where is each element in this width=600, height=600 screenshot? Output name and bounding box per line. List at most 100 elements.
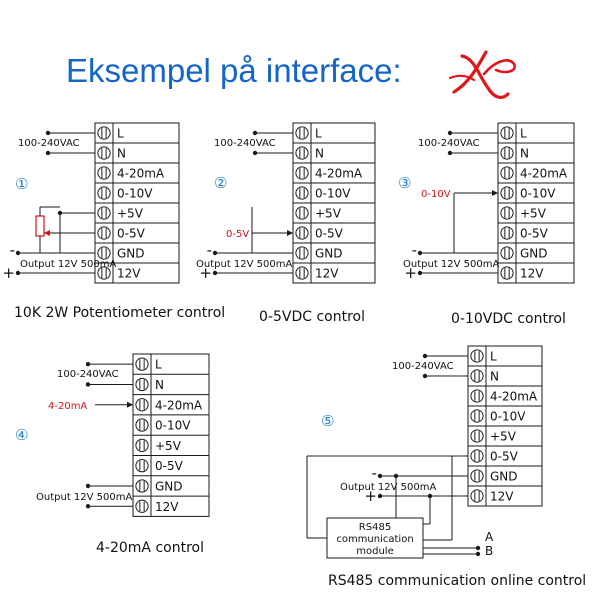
panel-3-screw-icon	[500, 246, 514, 260]
panel-5-module-line-2: communication	[336, 534, 413, 545]
panel-1-power-label: 100-240VAC	[18, 138, 80, 149]
panel-1-node-gnd	[15, 250, 21, 256]
panel-1-plus-sign: +	[2, 264, 15, 282]
panel-2-terminal-label: 0-5V	[315, 227, 344, 241]
panel-2-terminal-label: GND	[315, 247, 343, 261]
panel-4-terminal-label: GND	[155, 479, 183, 493]
panel-3-terminal-label: 4-20mA	[520, 167, 568, 181]
panel-2-terminal-label: 0-10V	[315, 187, 351, 201]
panel-2-minus-sign: -	[207, 241, 212, 259]
panel-2-index: ②	[214, 174, 227, 192]
panel-5-terminal-label: 0-5V	[490, 450, 519, 464]
panel-2-screw-icon	[295, 146, 309, 160]
panel-2-screw-icon	[295, 166, 309, 180]
panel-3-power-label: 100-240VAC	[418, 138, 480, 149]
panel-3-caption: 0-10VDC control	[451, 311, 566, 327]
panel-3-signal-arrow	[492, 190, 498, 196]
panel-2-node-n	[252, 150, 258, 156]
panel-1-terminal-label: L	[117, 127, 124, 141]
panel-3-index: ③	[398, 174, 411, 192]
panel-3-node-12v	[417, 270, 423, 276]
panel-5-node-module-12v	[427, 493, 433, 499]
panel-4-screw-icon	[135, 438, 149, 452]
panel-2-terminal-label: +5V	[315, 207, 342, 221]
panel-3-output-label: Output 12V 500mA	[403, 259, 499, 270]
panel-5-terminal-label: L	[490, 350, 497, 364]
panel-3-node-l	[447, 130, 453, 136]
panel-2-screw-icon	[295, 266, 309, 280]
panel-5-screw-icon	[470, 489, 484, 503]
panel-5-bus-b-label: B	[485, 544, 493, 558]
panel-2-power-label: 100-240VAC	[214, 138, 276, 149]
panel-5-terminal-label: 0-10V	[490, 410, 526, 424]
panel-5-screw-icon	[470, 389, 484, 403]
panel-1-screw-icon	[97, 266, 111, 280]
panel-1-terminal-label: N	[117, 147, 126, 161]
panel-4-signal-arrow	[127, 401, 133, 408]
panel-3-terminal-label: N	[520, 147, 529, 161]
panel-1-terminal-label: 0-5V	[117, 227, 146, 241]
panel-4-screw-icon	[135, 499, 149, 513]
panel-3-plus-sign: +	[404, 264, 417, 282]
panel-5-node-12v	[377, 493, 383, 499]
panel-4-terminal-label: 0-5V	[155, 459, 184, 473]
panel-5-terminal-label: +5V	[490, 430, 517, 444]
panel-4-power-label: 100-240VAC	[57, 369, 119, 380]
panel-5-minus-sign: -	[372, 464, 377, 482]
panel-4-screw-icon	[135, 479, 149, 493]
panel-1-screw-icon	[97, 146, 111, 160]
panel-4-terminal-label: N	[155, 378, 164, 392]
panel-4-screw-icon	[135, 418, 149, 432]
panel-2-terminal-label: N	[315, 147, 324, 161]
panel-2-screw-icon	[295, 186, 309, 200]
panel-3-screw-icon	[500, 126, 514, 140]
panel-1-terminal-label: GND	[117, 247, 145, 261]
panel-4-screw-icon	[135, 459, 149, 473]
panel-4-screw-icon	[135, 377, 149, 392]
panel-3-signal-label: 0-10V	[421, 189, 451, 200]
panel-5-screw-icon	[470, 369, 484, 383]
panel-1-terminal-label: +5V	[117, 207, 144, 221]
panel-5-node-n	[422, 373, 428, 379]
panel-2-screw-icon	[295, 206, 309, 220]
panel-1-node-n	[45, 150, 51, 156]
panel-3-screw-icon	[500, 206, 514, 220]
panel-5-node-l	[422, 353, 428, 359]
panel-3-screw-icon	[500, 226, 514, 240]
panel-5-plus-sign: +	[364, 487, 377, 505]
panel-5-terminal-label: GND	[490, 470, 518, 484]
panel-4-node-gnd	[85, 483, 91, 489]
panel-1-output-label: Output 12V 500mA	[20, 259, 116, 270]
panel-3-minus-sign: -	[412, 241, 417, 259]
panel-4-node-l	[85, 361, 91, 367]
panel-5-terminal-label: N	[490, 370, 499, 384]
panel-2-terminal-label: L	[315, 127, 322, 141]
panel-5-power-label: 100-240VAC	[392, 361, 454, 372]
panel-2-node-12v	[212, 270, 218, 276]
panel-1-screw-icon	[97, 166, 111, 180]
panel-2-output-label: Output 12V 500mA	[196, 259, 292, 270]
panel-4-terminal-label: 4-20mA	[155, 398, 203, 412]
panel-2-signal-label: 0-5V	[226, 229, 249, 240]
panel-5-node-b	[475, 551, 481, 557]
panel-4-terminal-label: 0-10V	[155, 419, 191, 433]
panel-5-module-line-3: module	[356, 546, 393, 557]
panel-5-node-module-gnd	[393, 473, 399, 479]
panel-1-terminal-label: 0-10V	[117, 187, 153, 201]
panel-2-screw-icon	[295, 126, 309, 140]
panel-1-node-12v	[15, 270, 21, 276]
panel-1-minus-sign: -	[10, 241, 15, 259]
panel-3-terminal-label: 0-10V	[520, 187, 556, 201]
panel-5-output-label: Output 12V 500mA	[340, 482, 436, 493]
panel-2-signal-arrow	[287, 230, 293, 236]
panel-2-caption: 0-5VDC control	[259, 309, 365, 325]
panel-5-screw-icon	[470, 349, 484, 363]
panel-3-terminal-label: +5V	[520, 207, 547, 221]
panel-5-caption: RS485 communication online control	[328, 573, 587, 589]
panel-1-caption: 10K 2W Potentiometer control	[14, 305, 226, 321]
panel-5-bus-a-label: A	[485, 530, 494, 544]
page-title: Eksempel på interface:	[66, 52, 402, 89]
panel-4-node-n	[85, 382, 91, 387]
panel-3-node-gnd	[417, 250, 423, 256]
panel-2-plus-sign: +	[199, 264, 212, 282]
